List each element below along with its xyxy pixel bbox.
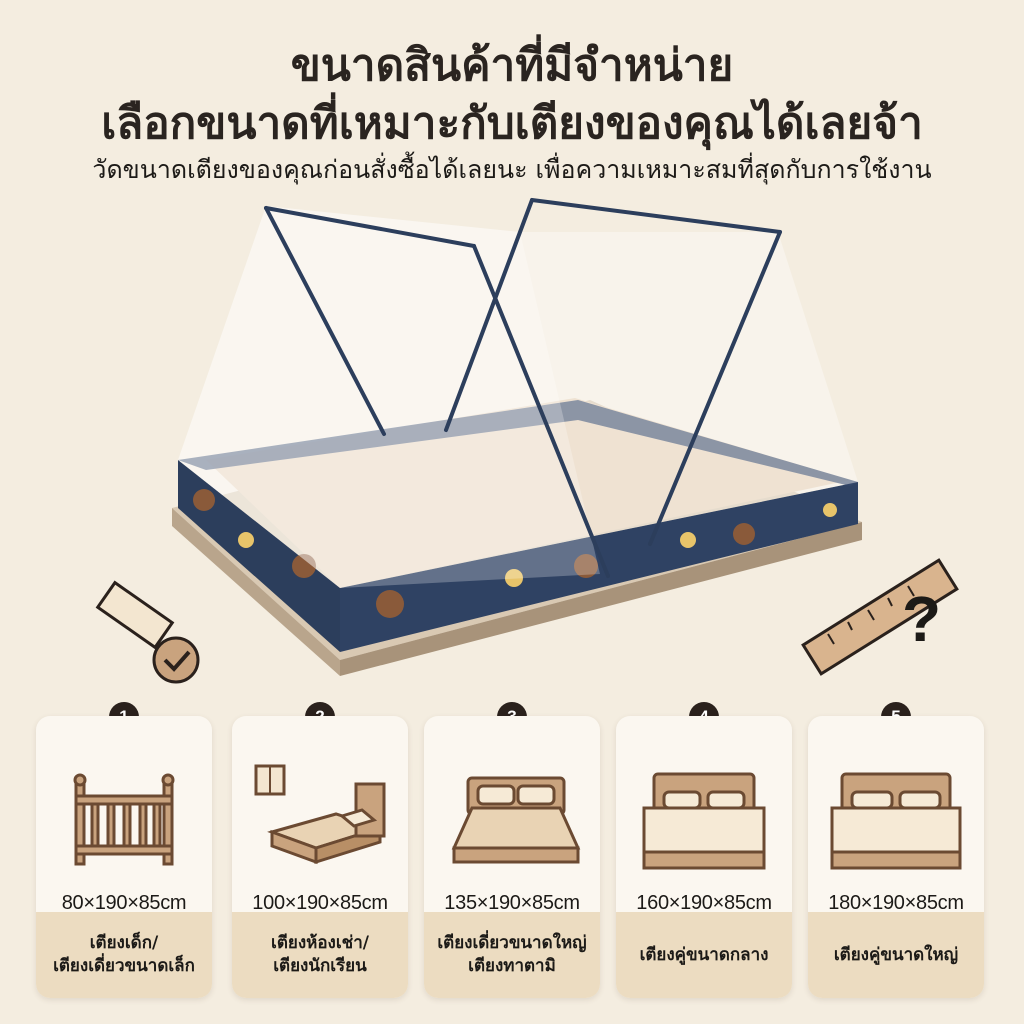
size-label: เตียงเดี่ยวขนาดใหญ่ เตียงทาตามิ (424, 912, 600, 998)
size-dimensions: 80×190×85cm (61, 892, 187, 914)
tent-net (178, 206, 858, 588)
queen-bed-icon (616, 754, 792, 884)
title-line-1: ขนาดสินค้าที่มีจำหน่าย (290, 40, 734, 91)
tent-base-band-right (340, 482, 858, 652)
size-card-2[interactable]: 100×190×85cm เตียงห้องเช่า/ เตียงนักเรีย… (232, 716, 408, 998)
size-label: เตียงคู่ขนาดใหญ่ (808, 912, 984, 998)
title-line-2: เลือกขนาดที่เหมาะกับเตียงของคุณได้เลยจ้า (101, 98, 923, 149)
size-label: เตียงห้องเช่า/ เตียงนักเรียน (232, 912, 408, 998)
question-mark: ? (902, 583, 942, 655)
single-bed-icon (232, 754, 408, 884)
size-dimensions: 100×190×85cm (252, 892, 388, 914)
frame-pole-top-left (264, 206, 476, 248)
size-dimensions: 135×190×85cm (444, 892, 580, 914)
frame-pole-top-right (530, 198, 782, 234)
size-card-1[interactable]: 80×190×85cm เตียงเด็ก/ เตียงเดี่ยวขนาดเล… (36, 716, 212, 998)
size-card-5[interactable]: 180×190×85cm เตียงคู่ขนาดใหญ่ (808, 716, 984, 998)
crib-icon (36, 754, 212, 884)
ruler-question-icon (801, 558, 959, 676)
size-cards: 1 80×190×85cm เตียงเด็ก/ เตียงเดี่ยวขนาด… (36, 702, 992, 1002)
tent-base-band-front (178, 460, 340, 652)
size-card-4[interactable]: 160×190×85cm เตียงคู่ขนาดกลาง (616, 716, 792, 998)
size-label: เตียงเด็ก/ เตียงเดี่ยวขนาดเล็ก (36, 912, 212, 998)
king-bed-icon (808, 754, 984, 884)
ruler-check-icon (95, 580, 200, 684)
size-label: เตียงคู่ขนาดกลาง (616, 912, 792, 998)
size-card-3[interactable]: 135×190×85cm เตียงเดี่ยวขนาดใหญ่ เตียงทา… (424, 716, 600, 998)
subtitle: วัดขนาดเตียงของคุณก่อนสั่งซื้อได้เลยนะ เ… (92, 155, 932, 184)
double-bed-icon (424, 754, 600, 884)
size-dimensions: 180×190×85cm (828, 892, 964, 914)
size-dimensions: 160×190×85cm (636, 892, 772, 914)
